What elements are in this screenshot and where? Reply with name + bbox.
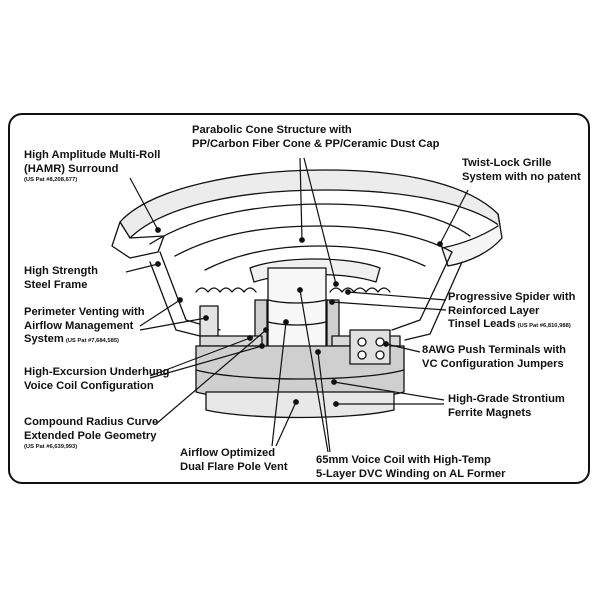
cone-outer [149, 203, 471, 245]
terminals-label: 8AWG Push Terminals with VC Configuratio… [422, 344, 566, 371]
magnets-label-line2: Ferrite Magnets [448, 406, 532, 419]
back-plate [205, 391, 395, 419]
coil-label: 65mm Voice Coil with High-Temp 5-Layer D… [316, 454, 505, 481]
leader-cone-1 [299, 157, 303, 241]
spider-right [329, 287, 391, 293]
frame-label-line1: High Strength [24, 265, 98, 277]
cone-label-line1: Parabolic Cone Structure with [192, 124, 352, 136]
pole-label-line1: Compound Radius Curve [24, 416, 159, 428]
vent-label-line2: Dual Flare Pole Vent [180, 460, 288, 473]
venting-patent: (US Pat #7,684,585) [65, 338, 119, 344]
leader-spider-1 [347, 291, 447, 301]
spider-label-line1: Progressive Spider with [448, 291, 576, 303]
vent-label: Airflow Optimized Dual Flare Pole Vent [180, 447, 288, 474]
underhung-label-line2: Voice Coil Configuration [24, 379, 154, 392]
cone-inner [174, 225, 453, 257]
rim-left [111, 221, 165, 259]
spider-patent: (US Pat #6,810,988) [517, 323, 571, 329]
venting-label-line3: System [24, 333, 64, 345]
leader-venting-1 [139, 299, 181, 327]
surround-label-line2: (HAMR) Surround [24, 162, 119, 175]
leader-coil-2 [317, 351, 331, 453]
surround-label-line1: High Amplitude Multi-Roll [24, 149, 161, 161]
pole-label-line2: Extended Pole Geometry [24, 429, 157, 442]
terminals-label-line1: 8AWG Push Terminals with [422, 344, 567, 356]
vent-block [199, 305, 219, 337]
underhung-label: High-Excursion Underhung Voice Coil Conf… [24, 366, 169, 393]
spider-label-line2: Reinforced Layer [448, 304, 540, 317]
surround-label: High Amplitude Multi-Roll (HAMR) Surroun… [24, 149, 160, 184]
underhung-label-line1: High-Excursion Underhung [24, 366, 170, 378]
leader-frame [125, 263, 159, 273]
cone-label: Parabolic Cone Structure with PP/Carbon … [192, 124, 439, 151]
grille-ring [441, 213, 503, 267]
leader-vent-2 [275, 401, 297, 447]
frame-label-line2: Steel Frame [24, 278, 88, 291]
leader-venting-2 [139, 317, 207, 331]
leader-pole [155, 329, 267, 425]
leader-underhung-2 [149, 345, 263, 379]
venting-label-line2: Airflow Management [24, 319, 134, 332]
vent-label-line1: Airflow Optimized [180, 447, 276, 459]
surround-patent: (US Pat #8,208,677) [24, 177, 78, 183]
venting-label: Perimeter Venting with Airflow Managemen… [24, 306, 145, 349]
leader-coil-1 [299, 289, 329, 453]
leader-underhung-1 [149, 337, 251, 377]
leader-spider-2 [331, 301, 447, 311]
magnets-label-line1: High-Grade Strontium [448, 393, 565, 405]
magnets-label: High-Grade Strontium Ferrite Magnets [448, 393, 565, 420]
grille-label-line1: Twist-Lock Grille [462, 157, 552, 169]
cone-label-line2: PP/Carbon Fiber Cone & PP/Ceramic Dust C… [192, 137, 440, 150]
pole-patent: (US Pat #6,639,993) [24, 444, 78, 450]
spider-label: Progressive Spider with Reinforced Layer… [448, 291, 575, 334]
spider-label-line3: Tinsel Leads [448, 318, 516, 330]
leader-grille [439, 189, 469, 245]
leader-magnets-1 [333, 381, 445, 401]
grille-label: Twist-Lock Grille System with no patent [462, 157, 581, 184]
leader-terminals [385, 343, 421, 353]
leader-cone-2 [303, 157, 337, 285]
terminal-block [349, 329, 391, 365]
frame-right [391, 251, 453, 331]
pole-label: Compound Radius Curve Extended Pole Geom… [24, 416, 158, 451]
coil-label-line2: 5-Layer DVC Winding on AL Former [316, 467, 506, 480]
venting-label-line1: Perimeter Venting with [24, 306, 145, 318]
frame-label: High Strength Steel Frame [24, 265, 98, 292]
coil-label-line1: 65mm Voice Coil with High-Temp [316, 454, 491, 466]
leader-surround [129, 177, 159, 231]
grille-label-line2: System with no patent [462, 170, 581, 183]
terminals-label-line2: VC Configuration Jumpers [422, 357, 564, 370]
spider-left [195, 287, 257, 293]
leader-vent-1 [271, 321, 287, 447]
